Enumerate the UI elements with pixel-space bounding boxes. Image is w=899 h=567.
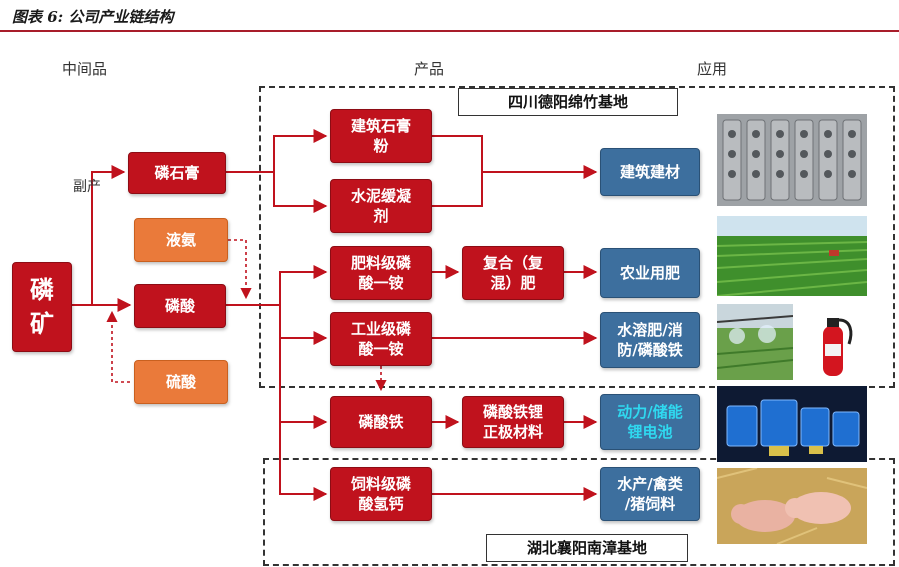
node-industrial-map: 工业级磷 酸一铵 — [330, 312, 432, 366]
node-phosphoric-acid: 磷酸 — [134, 284, 226, 328]
node-phosphogypsum: 磷石膏 — [128, 152, 226, 194]
node-iron-phosphate: 磷酸铁 — [330, 396, 432, 448]
arrow-powder-to-building — [432, 135, 598, 179]
node-gypsum-powder: 建筑石膏 粉 — [330, 109, 432, 163]
node-building-materials: 建筑建材 — [600, 148, 700, 196]
hubei-base-region — [263, 458, 895, 566]
title-rule — [0, 30, 899, 32]
node-feed-dcp: 饲料级磷 酸氢钙 — [330, 467, 432, 521]
arrow-retarder-to-building — [432, 172, 483, 207]
arrow-acid-to-fertilizer-map — [279, 265, 328, 305]
figure-title: 图表 6: 公司产业链结构 — [12, 8, 174, 26]
node-water-soluble: 水溶肥/消 防/磷酸铁 — [600, 312, 700, 368]
arrow-acid-to-iron-phosphate — [279, 338, 328, 429]
pigs-photo — [717, 468, 867, 544]
farmland-photo — [717, 216, 867, 296]
column-header-application: 应用 — [697, 60, 728, 78]
sichuan-base-label: 四川德阳绵竹基地 — [458, 88, 678, 116]
node-compound-fertilizer: 复合（复 混）肥 — [462, 246, 564, 300]
node-lfp-cathode: 磷酸铁锂 正极材料 — [462, 396, 564, 448]
node-aquaculture-feed: 水产/禽类 /猪饲料 — [600, 467, 700, 521]
node-power-storage: 动力/储能 锂电池 — [600, 394, 700, 450]
arrow-sulfuric-to-acid — [106, 310, 130, 383]
arrow-gypsum-to-powder — [226, 129, 328, 173]
battery-photo — [717, 386, 867, 462]
node-fertilizer-map: 肥料级磷 酸一铵 — [330, 246, 432, 300]
irrigation-photo — [717, 304, 793, 380]
byproduct-label: 副产 — [73, 179, 101, 195]
arrow-ammonia-to-acid — [228, 239, 252, 300]
sichuan-base-region — [259, 86, 895, 388]
arrow-acid-to-industrial-map — [279, 305, 328, 345]
fire-extinguisher-photo — [797, 304, 867, 380]
arrow-rock-to-gypsum — [91, 165, 126, 305]
node-sulfuric-acid: 硫酸 — [134, 360, 228, 404]
gypsum-board-photo — [717, 114, 867, 206]
hubei-base-label: 湖北襄阳南漳基地 — [486, 534, 688, 562]
node-agri-fertilizer: 农业用肥 — [600, 248, 700, 298]
node-phosphate-rock: 磷 矿 — [12, 262, 72, 352]
column-header-product: 产品 — [414, 60, 445, 78]
arrow-acid-to-feed-dcp — [279, 422, 328, 501]
column-header-intermediate: 中间品 — [62, 60, 108, 78]
arrow-gypsum-to-retarder — [273, 172, 328, 213]
node-cement-retarder: 水泥缓凝 剂 — [330, 179, 432, 233]
node-liquid-ammonia: 液氨 — [134, 218, 228, 262]
